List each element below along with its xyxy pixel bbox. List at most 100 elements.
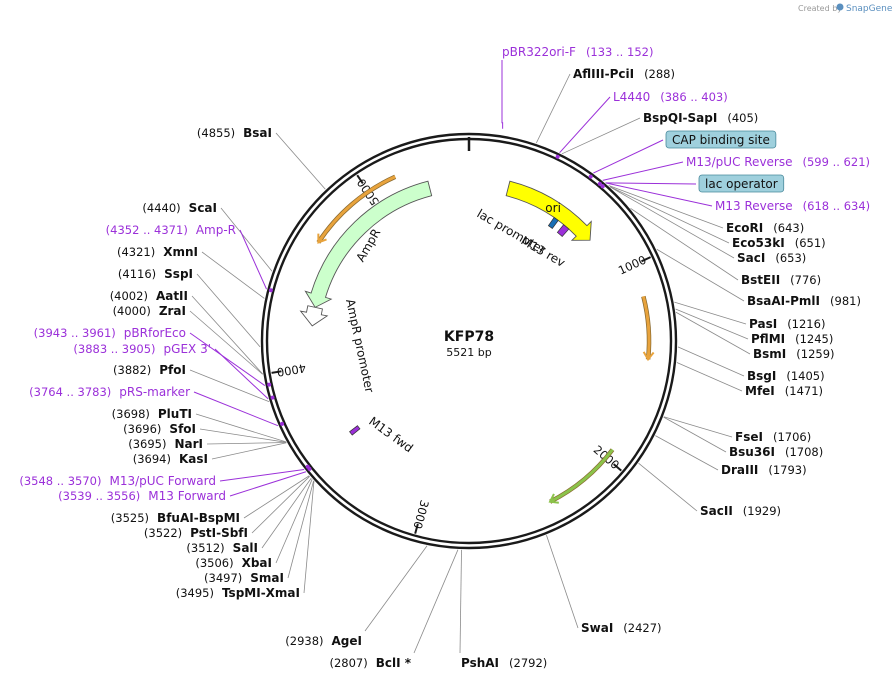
feature-annotation[interactable]: L4440(386 .. 403) xyxy=(613,90,728,104)
enzyme-site-annotation[interactable]: CAP binding site xyxy=(665,130,777,149)
site-name: SacI xyxy=(737,251,765,265)
enzyme-site-annotation[interactable]: DraIII(1793) xyxy=(721,463,807,477)
enzyme-site-annotation[interactable]: AflIII - PciI(288) xyxy=(573,67,675,81)
tick-mark xyxy=(414,523,419,534)
site-name: DraIII xyxy=(721,463,758,477)
enzyme-site-annotation[interactable]: (3698)PluTI xyxy=(112,407,192,421)
enzyme-leader-line xyxy=(191,295,263,375)
enzyme-site-annotation[interactable]: SacI(653) xyxy=(737,251,806,265)
site-name: M13/pUC Forward xyxy=(109,474,216,488)
orf-arc xyxy=(317,175,396,244)
site-name: NarI xyxy=(174,437,203,451)
site-name-2: PmlI xyxy=(790,294,820,308)
enzyme-site-annotation[interactable]: (3695)NarI xyxy=(128,437,203,451)
site-position: (3497) xyxy=(204,571,242,585)
feature-annotation[interactable]: (3764 .. 3783)pRS-marker xyxy=(29,385,190,399)
feature-leader-line xyxy=(229,471,307,497)
site-position: (405) xyxy=(727,111,758,125)
enzyme-site-annotation[interactable]: (2938)AgeI xyxy=(285,634,362,648)
site-name: M13 Forward xyxy=(148,489,226,503)
feature-annotation[interactable]: (3548 .. 3570)M13/pUC Forward xyxy=(19,474,216,488)
site-position: (2427) xyxy=(623,621,661,635)
enzyme-leader-line xyxy=(638,462,698,512)
enzyme-leader-line xyxy=(287,480,315,579)
enzyme-leader-line xyxy=(656,248,745,302)
enzyme-site-annotation[interactable]: (3525)BfuAI - BspMI xyxy=(111,511,240,525)
enzyme-site-annotation[interactable]: (3497)SmaI xyxy=(204,571,284,585)
site-name: PluTI xyxy=(158,407,192,421)
enzyme-site-annotation[interactable]: BsaAI - PmlI(981) xyxy=(747,294,861,308)
site-position: (3495) xyxy=(176,586,214,600)
m13-fwd-label: M13 fwd xyxy=(366,414,415,455)
enzyme-site-annotation[interactable]: BspQI - SapI(405) xyxy=(643,111,758,125)
enzyme-site-annotation[interactable]: (4440)ScaI xyxy=(142,201,217,215)
enzyme-site-annotation[interactable]: Bsu36I(1708) xyxy=(729,445,823,459)
feature-leader-line xyxy=(605,182,697,185)
feature-leader-line xyxy=(214,348,269,400)
site-name: BspQI xyxy=(643,111,683,125)
name-separator: - xyxy=(194,511,199,525)
tick-mark xyxy=(613,463,622,472)
enzyme-site-annotation[interactable]: (3512)SalI xyxy=(186,541,258,555)
feature-annotation[interactable]: M13/pUC Reverse(599 .. 621) xyxy=(686,155,870,169)
feature-annotation[interactable]: (4352 .. 4371)Amp-R xyxy=(106,223,236,237)
feature-annotation[interactable]: pBR322ori-F(133 .. 152) xyxy=(502,45,653,59)
ampr-promoter-label: AmpR promoter xyxy=(343,298,377,394)
feature-annotation[interactable]: M13 Reverse(618 .. 634) xyxy=(715,199,870,213)
enzyme-site-annotation[interactable]: (4321)XmnI xyxy=(117,245,198,259)
feature-annotation[interactable]: (3883 .. 3905)pGEX 3' xyxy=(73,342,211,356)
enzyme-site-annotation[interactable]: (4002)AatII xyxy=(110,289,188,303)
enzyme-site-annotation[interactable]: BstEII(776) xyxy=(741,273,821,287)
enzyme-site-annotation[interactable]: Eco53kI(651) xyxy=(732,236,826,250)
enzyme-site-annotation[interactable]: FseI(1706) xyxy=(735,430,811,444)
site-position: (1708) xyxy=(785,445,823,459)
enzyme-site-annotation[interactable]: (4116)SspI xyxy=(118,267,193,281)
enzyme-site-annotation[interactable]: PflMI(1245) xyxy=(751,332,833,346)
enzyme-site-annotation[interactable]: (3696)SfoI xyxy=(123,422,196,436)
site-position: (3539 .. 3556) xyxy=(58,489,140,503)
site-name: BfuAI xyxy=(157,511,194,525)
enzyme-site-annotation[interactable]: (3506)XbaI xyxy=(195,556,272,570)
enzyme-site-annotation[interactable]: (3882)PfoI xyxy=(113,363,186,377)
enzyme-leader-line xyxy=(674,301,747,325)
enzyme-site-annotation[interactable]: lac operator xyxy=(698,174,785,193)
enzyme-site-annotation[interactable]: BsmI(1259) xyxy=(753,347,835,361)
enzyme-site-annotation[interactable]: EcoRI(643) xyxy=(726,221,804,235)
site-name: XbaI xyxy=(242,556,272,570)
site-name: EcoRI xyxy=(726,221,763,235)
site-name: SspI xyxy=(164,267,193,281)
site-name: XmnI xyxy=(163,245,198,259)
site-position: (4000) xyxy=(113,304,151,318)
enzyme-site-annotation[interactable]: (2807)BclI * xyxy=(329,656,411,670)
enzyme-site-annotation[interactable]: PasI(1216) xyxy=(749,317,825,331)
enzyme-site-annotation[interactable]: (3694)KasI xyxy=(133,452,208,466)
enzyme-site-annotation[interactable]: BsgI(1405) xyxy=(747,369,825,383)
enzyme-site-annotation[interactable]: PshAI(2792) xyxy=(461,656,547,670)
site-name: pRS-marker xyxy=(119,385,190,399)
enzyme-site-annotation[interactable]: SwaI (2427) xyxy=(581,621,662,635)
enzyme-leader-line xyxy=(630,208,739,281)
enzyme-site-annotation[interactable]: SacII(1929) xyxy=(700,504,781,518)
enzyme-site-annotation[interactable]: (3522)PstI - SbfI xyxy=(144,526,248,540)
enzyme-site-annotation[interactable]: (3495)TspMI - XmaI xyxy=(176,586,300,600)
enzyme-site-annotation[interactable]: (4000)ZraI xyxy=(113,304,186,318)
site-name: FseI xyxy=(735,430,763,444)
site-position: (1471) xyxy=(785,384,823,398)
feature-annotation[interactable]: (3943 .. 3961)pBRforEco xyxy=(34,326,186,340)
site-position: (776) xyxy=(790,273,821,287)
annotation-leaders xyxy=(189,60,751,654)
site-name: BsaAI xyxy=(747,294,785,308)
enzyme-leader-line xyxy=(676,362,743,392)
feature-leader-line xyxy=(239,229,267,290)
site-name: BsmI xyxy=(753,347,786,361)
enzyme-site-annotation[interactable]: MfeI(1471) xyxy=(745,384,823,398)
site-name-2: PciI xyxy=(610,67,635,81)
enzyme-leader-line xyxy=(364,545,428,632)
site-name: SwaI xyxy=(581,621,613,635)
m13-fwd-feature xyxy=(349,425,361,436)
enzyme-leader-line xyxy=(609,186,730,244)
enzyme-site-annotation[interactable]: (4855)BsaI xyxy=(197,126,272,140)
feature-annotation[interactable]: (3539 .. 3556) M13 Forward xyxy=(58,489,226,503)
enzyme-leader-line xyxy=(675,311,751,355)
backbone-outer-strand xyxy=(260,132,678,550)
